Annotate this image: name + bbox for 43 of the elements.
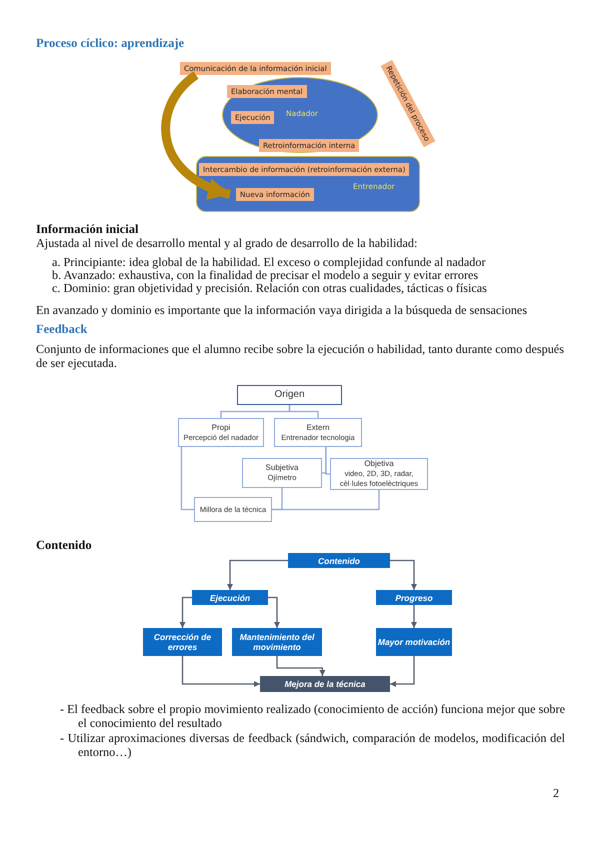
arrow: [390, 560, 417, 590]
result-box: Mejora de la técnica: [260, 676, 390, 692]
box-title: Extern: [306, 422, 330, 432]
category-box: [330, 458, 428, 490]
process-box: Corrección de errores: [143, 628, 222, 656]
process-box: Mayor motivación: [376, 628, 452, 656]
paragraph: Ajustada al nivel de desarrollo mental y al grado de desarrollo de la habilidad:: [36, 236, 418, 250]
paragraph: Conjunto de informaciones que el alumno recibe sobre la ejecución o habilidad, tanto durante como después de ser ejecutada.: [36, 342, 565, 370]
process-box: Mantenimiento del movimiento: [232, 628, 322, 656]
connector-line: [325, 447, 330, 475]
list-item: b. Avanzado: exhaustiva, con la finalidad de precisar el modelo a seguir y evitar errores: [52, 268, 478, 282]
section-heading: Feedback: [36, 322, 88, 336]
process-box: Ejecución: [192, 590, 268, 605]
connector-line: [272, 490, 380, 510]
process-box: Progreso: [376, 590, 452, 605]
category-box: [274, 418, 362, 447]
connector-line: [180, 447, 194, 510]
rounded-panel: [196, 156, 420, 212]
arrow: [182, 656, 260, 687]
heading: Proceso cíclico: aprendizaje: [36, 36, 184, 51]
category-box: Origen: [237, 385, 342, 405]
section-heading: Información inicial: [36, 222, 138, 236]
arrow: [268, 596, 280, 628]
box-title: Propi: [212, 422, 230, 432]
list-item: - El feedback sobre el propio movimiento realizado (conocimiento de acción) funciona mejor que sobre el conocimiento del resultado: [60, 702, 565, 730]
box-title: Objetiva: [364, 459, 394, 469]
connector-line: [288, 405, 319, 418]
arrow: [227, 560, 288, 590]
category-box: [242, 458, 322, 488]
list-item: c. Dominio: gran objetividad y precisión. Relación con otras cualidades, tácticas o físicas: [52, 281, 487, 295]
arrow: [276, 656, 326, 676]
arrow: [390, 656, 415, 687]
category-box: [178, 418, 264, 447]
page-number: 2: [553, 786, 560, 800]
list-item: a. Principiante: idea global de la habilidad. El exceso o complejidad confunde al nadador: [52, 255, 486, 269]
arrow: [411, 605, 417, 628]
paragraph: En avanzado y dominio es importante que la información vaya dirigida a la búsqueda de sensaciones: [36, 303, 528, 317]
box-title: Subjetiva: [266, 463, 298, 473]
arrow: [180, 596, 192, 628]
section-heading: Contenido: [36, 538, 92, 552]
curved-arrow: [161, 72, 232, 199]
list-item: - Utilizar aproximaciones diversas de feedback (sándwich, comparación de modelos, modificación del entorno…): [60, 731, 565, 759]
process-box: Contenido: [288, 553, 390, 568]
